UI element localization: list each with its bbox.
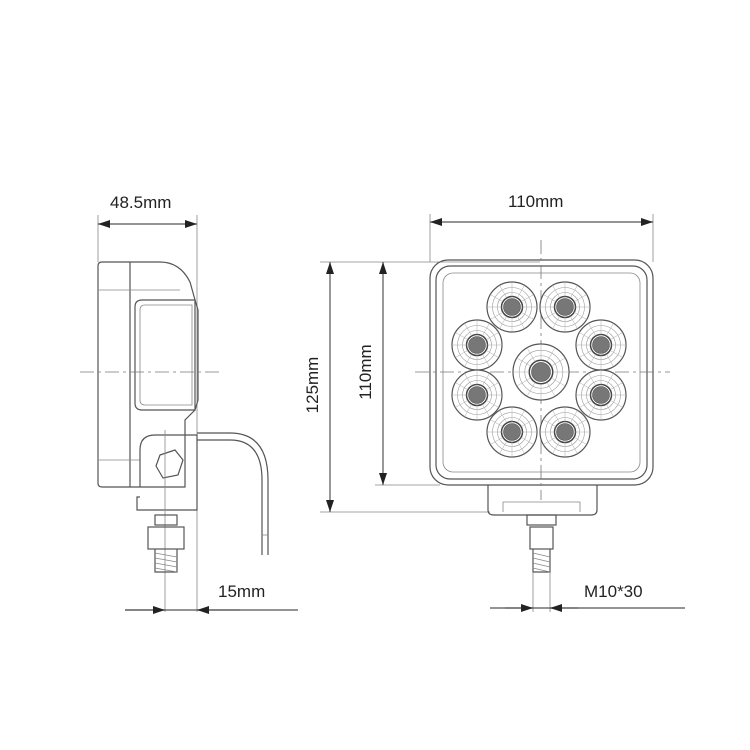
side-view [80, 215, 298, 614]
led-lens [512, 343, 570, 401]
label-depth: 48.5mm [110, 193, 172, 212]
led-lens [451, 369, 503, 421]
label-total-height: 125mm [303, 356, 322, 414]
label-width: 110mm [508, 192, 564, 211]
label-housing-height: 110mm [356, 344, 375, 400]
led-lens [451, 319, 503, 371]
label-bolt-spec: M10*30 [584, 582, 643, 601]
led-lens [539, 406, 591, 458]
led-array [451, 281, 627, 458]
led-lens [486, 406, 538, 458]
label-bolt-offset: 15mm [218, 582, 266, 601]
front-view [320, 214, 685, 612]
led-lens [575, 319, 627, 371]
led-lens [539, 281, 591, 333]
led-lens [486, 281, 538, 333]
led-lens [575, 369, 627, 421]
